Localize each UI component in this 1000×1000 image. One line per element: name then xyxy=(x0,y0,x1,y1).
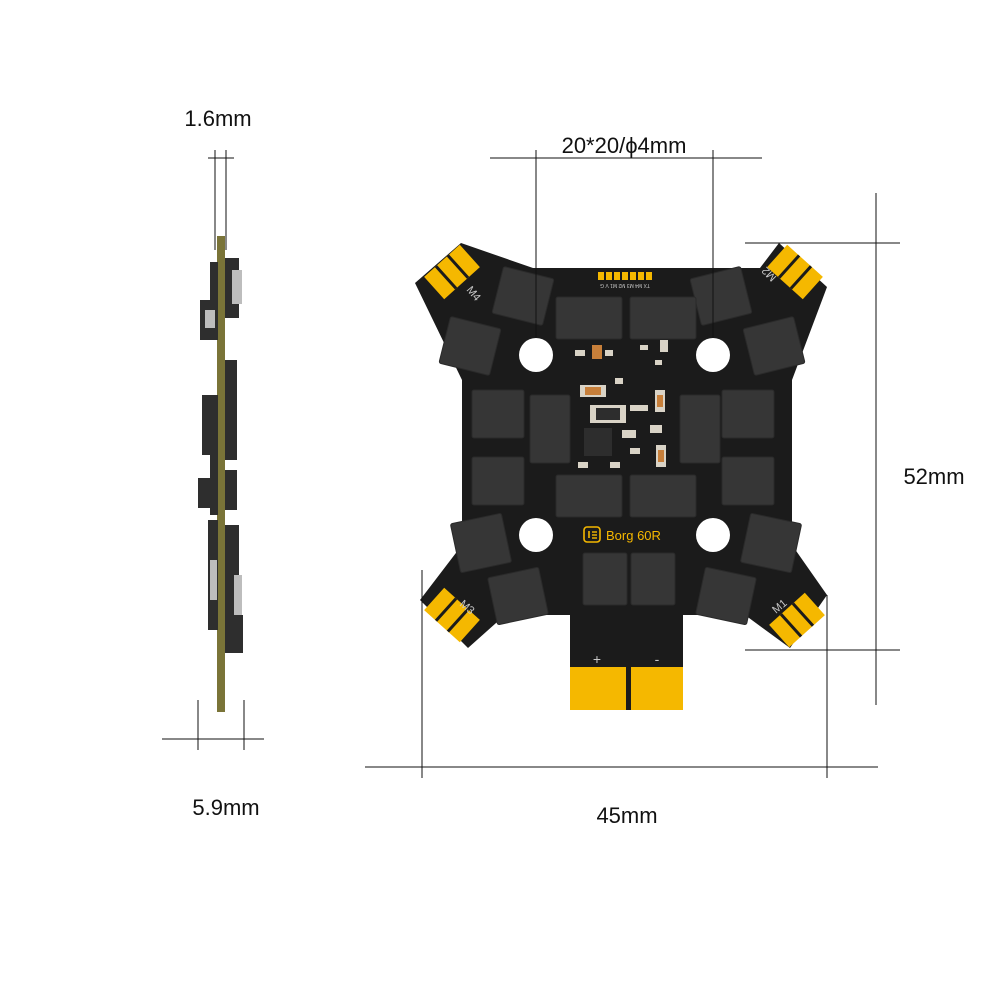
mosfet xyxy=(450,513,512,573)
top-view: M4 M2 M3 M1 xyxy=(415,243,827,710)
mosfet xyxy=(629,474,697,518)
power-pad-negative xyxy=(631,667,683,710)
pad-m2 xyxy=(767,244,823,300)
smd-part xyxy=(610,462,620,468)
mosfet xyxy=(740,513,802,573)
mounting-hole xyxy=(519,518,553,552)
power-plus-label: + xyxy=(593,651,601,667)
side-component xyxy=(210,262,218,332)
side-view xyxy=(162,150,264,750)
width-label: 45mm xyxy=(596,803,657,828)
side-height-label: 5.9mm xyxy=(192,795,259,820)
mounting-hole xyxy=(519,338,553,372)
mosfet xyxy=(555,296,623,340)
side-component xyxy=(225,615,243,653)
smd-part xyxy=(578,462,588,468)
mosfet xyxy=(721,456,775,506)
smd-part xyxy=(615,378,623,384)
mosfet xyxy=(630,552,676,606)
smd-part xyxy=(605,350,613,356)
smd-part xyxy=(658,450,664,462)
top-dimensions xyxy=(365,150,900,778)
smd-part xyxy=(584,428,612,456)
height-label: 52mm xyxy=(903,464,964,489)
pad-m1 xyxy=(769,592,825,648)
mosfet xyxy=(529,394,571,464)
mosfet xyxy=(679,394,721,464)
smd-part xyxy=(630,448,640,454)
side-connector xyxy=(205,310,215,328)
smd-part xyxy=(655,360,662,365)
pcb-edge xyxy=(217,236,225,712)
mosfet xyxy=(471,389,525,439)
connector-pin-labels: TX M4 M3 M2 M1 V G xyxy=(600,282,650,288)
smd-part xyxy=(592,345,602,359)
mount-label: 20*20/ϕ4mm xyxy=(562,133,687,158)
mosfet xyxy=(721,389,775,439)
side-component xyxy=(202,395,218,455)
smd-part xyxy=(585,387,601,395)
side-component xyxy=(225,360,237,460)
mosfet xyxy=(487,566,549,626)
signal-connector xyxy=(598,272,652,280)
smd-part xyxy=(650,425,662,433)
smd-part xyxy=(640,345,648,350)
motor-pads-m2 xyxy=(767,244,823,300)
smd-part xyxy=(575,350,585,356)
side-connector xyxy=(232,270,242,304)
mosfet xyxy=(438,316,502,376)
motor-pads-m1 xyxy=(769,592,825,648)
side-component xyxy=(198,478,218,508)
motor-pads-m4 xyxy=(424,244,480,300)
smd-part xyxy=(596,408,620,420)
smd-part xyxy=(660,340,668,352)
mosfet xyxy=(555,474,623,518)
mosfet xyxy=(742,316,806,376)
mosfet xyxy=(582,552,628,606)
smd-part xyxy=(622,430,636,438)
thickness-label: 1.6mm xyxy=(184,106,251,131)
side-connector xyxy=(234,575,242,615)
pad-m3 xyxy=(424,587,480,643)
side-connector xyxy=(210,560,217,600)
brand-logo-icon xyxy=(583,526,601,543)
mounting-hole xyxy=(696,338,730,372)
power-minus-label: - xyxy=(655,651,660,667)
mounting-hole xyxy=(696,518,730,552)
mosfet xyxy=(695,566,757,626)
pad-m4 xyxy=(424,244,480,300)
brand-logo xyxy=(583,526,601,543)
side-component xyxy=(225,470,237,510)
mosfet xyxy=(629,296,697,340)
motor-pads-m3 xyxy=(424,587,480,643)
smd-part xyxy=(657,395,663,407)
mosfet xyxy=(471,456,525,506)
model-name: Borg 60R xyxy=(606,528,661,543)
mosfet xyxy=(491,266,555,326)
power-pad-positive xyxy=(570,667,626,710)
smd-part xyxy=(630,405,648,411)
